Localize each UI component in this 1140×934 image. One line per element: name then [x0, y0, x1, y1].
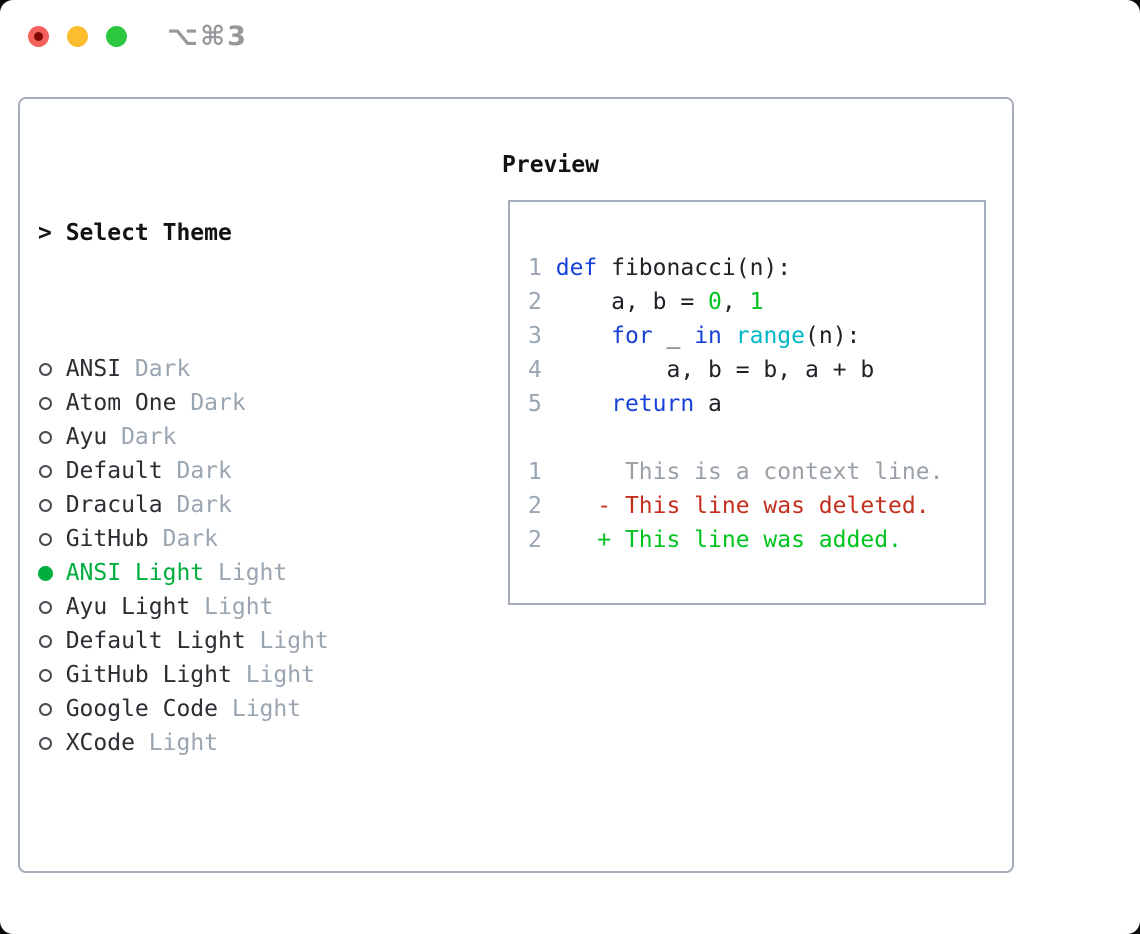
radio-icon: [39, 464, 52, 478]
option-variant-label: Dark: [148, 526, 219, 552]
option-label: ANSI Light: [65, 560, 205, 586]
option-variant-label: Dark: [107, 424, 177, 450]
radio-icon: [39, 668, 52, 682]
code-line: [528, 421, 943, 455]
option-variant-label: Light: [204, 560, 288, 586]
theme-option[interactable]: Ayu Dark: [38, 420, 478, 454]
theme-option[interactable]: GitHub Light Light: [38, 658, 478, 692]
code-line: 3 for _ in range(n):: [528, 323, 861, 349]
zoom-button[interactable]: [106, 26, 127, 47]
option-variant-label: Dark: [162, 492, 232, 518]
radio-icon: [39, 634, 52, 648]
select-theme-header: > Select Theme: [38, 216, 478, 250]
theme-option[interactable]: ANSI Light Light: [38, 556, 478, 590]
option-label: ANSI: [65, 356, 122, 382]
option-label: GitHub: [65, 526, 149, 552]
code-line: 1 This is a context line.: [528, 459, 944, 485]
code-line: 1 def fibonacci(n):: [528, 255, 792, 281]
option-variant-label: Light: [231, 662, 315, 688]
radio-icon: [39, 702, 52, 716]
code-line: 2 - This line was deleted.: [528, 493, 930, 519]
option-label: Dracula: [65, 492, 163, 518]
radio-icon: [39, 600, 52, 614]
option-variant-label: Dark: [176, 390, 246, 416]
option-label: Default: [65, 458, 163, 484]
radio-icon: [39, 736, 52, 750]
option-variant-label: Dark: [162, 458, 232, 484]
theme-option[interactable]: Ayu Light Light: [38, 590, 478, 624]
radio-icon: [39, 430, 52, 444]
theme-option[interactable]: Atom One Dark: [38, 386, 478, 420]
theme-option[interactable]: Default Light Light: [38, 624, 478, 658]
option-variant-label: Light: [218, 696, 302, 722]
radio-icon: [39, 396, 52, 410]
prompt-icon: >: [38, 220, 52, 246]
option-variant-label: Dark: [121, 356, 191, 382]
radio-icon: [39, 532, 52, 546]
close-button[interactable]: [28, 26, 49, 47]
window-title-shortcut: ⌥⌘3: [167, 21, 248, 52]
spacer: [38, 862, 478, 896]
code-line: 2 a, b = 0, 1: [528, 289, 764, 315]
radio-selected-icon: [38, 565, 53, 581]
theme-option[interactable]: Dracula Dark: [38, 488, 478, 522]
theme-option[interactable]: GitHub Dark: [38, 522, 478, 556]
option-variant-label: Light: [134, 730, 219, 756]
code-line: 5 return a: [528, 391, 722, 417]
theme-option[interactable]: Google Code Light: [38, 692, 478, 726]
option-variant-label: Light: [190, 594, 274, 620]
preview-pane: 1 def fibonacci(n): 2 a, b = 0, 1 3 for _ …: [508, 200, 986, 605]
theme-option[interactable]: Default Dark: [38, 454, 478, 488]
option-label: XCode: [65, 730, 135, 756]
close-button-dot: [34, 32, 43, 41]
radio-icon: [39, 362, 52, 376]
theme-option[interactable]: XCode Light: [38, 726, 478, 760]
preview-title: Preview: [502, 152, 599, 178]
option-label: Ayu: [65, 424, 108, 450]
option-label: Default Light: [65, 628, 246, 654]
code-block: 1 def fibonacci(n): 2 a, b = 0, 1 3 for _ …: [528, 251, 943, 557]
theme-option[interactable]: ANSI Dark: [38, 352, 478, 386]
radio-icon: [39, 498, 52, 512]
option-label: GitHub Light: [65, 662, 232, 688]
code-line: 4 a, b = b, a + b: [528, 357, 875, 383]
code-line: 2 + This line was added.: [528, 527, 902, 553]
option-variant-label: Light: [245, 628, 329, 654]
select-theme-title: Select Theme: [65, 220, 232, 246]
minimize-button[interactable]: [67, 26, 88, 47]
option-label: Google Code: [65, 696, 219, 722]
option-label: Ayu Light: [65, 594, 191, 620]
option-label: Atom One: [65, 390, 177, 416]
